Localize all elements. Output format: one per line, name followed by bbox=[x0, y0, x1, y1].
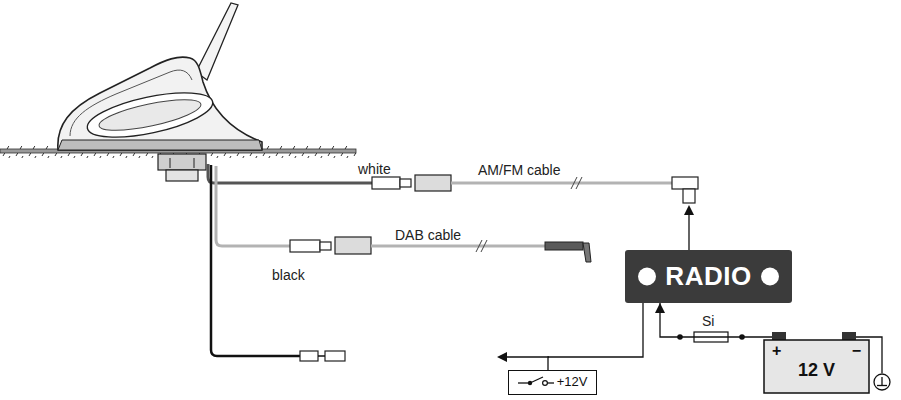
cable-name: DAB cable bbox=[395, 228, 461, 242]
dab-cable bbox=[216, 166, 290, 246]
dab-cable bbox=[481, 240, 487, 252]
switch-symbol bbox=[547, 383, 554, 384]
node-content: RADIO bbox=[665, 262, 751, 291]
supply-arrow bbox=[497, 352, 507, 362]
battery: + −12 V bbox=[763, 332, 870, 394]
dab-cable bbox=[290, 240, 320, 252]
cable-name: AM/FM cable bbox=[478, 163, 560, 177]
shark-fin-housing bbox=[58, 57, 262, 150]
ground-symbol bbox=[874, 374, 890, 390]
switch-symbol bbox=[518, 383, 529, 384]
mounting-nut bbox=[158, 154, 206, 181]
supply-wire bbox=[660, 303, 772, 337]
switch-symbol bbox=[530, 377, 543, 383]
shark-fin-housing bbox=[84, 84, 217, 146]
shark-fin-housing bbox=[58, 57, 262, 150]
radio-knob bbox=[638, 268, 656, 286]
shark-fin-housing bbox=[58, 140, 262, 150]
connector-color: black bbox=[272, 268, 305, 282]
dab-cable bbox=[476, 240, 482, 252]
am-fm-cable bbox=[372, 177, 400, 189]
terminal-sign: + bbox=[772, 342, 781, 360]
node-content: + −12 V bbox=[763, 332, 870, 380]
am-fm-cable bbox=[672, 177, 698, 189]
ground-symbol bbox=[881, 377, 882, 385]
am-fm-cable bbox=[576, 177, 582, 189]
switch-symbol bbox=[542, 381, 547, 386]
dab-cable bbox=[320, 242, 331, 250]
rod-antenna bbox=[196, 3, 238, 80]
dab-cable bbox=[545, 242, 583, 250]
radio-antenna-arrow bbox=[684, 205, 694, 250]
fuse-label: Si bbox=[702, 314, 714, 328]
ground-symbol bbox=[877, 385, 887, 386]
am-fm-cable bbox=[208, 164, 372, 183]
device-label: RADIO bbox=[665, 261, 751, 291]
am-fm-cable bbox=[400, 179, 411, 187]
switch-symbol bbox=[518, 375, 554, 389]
am-fm-cable bbox=[571, 177, 577, 189]
radio-antenna-arrow bbox=[684, 205, 694, 215]
radio-knob bbox=[761, 268, 779, 286]
am-fm-cable bbox=[208, 164, 698, 203]
rod-antenna bbox=[196, 3, 238, 80]
mounting-nut bbox=[194, 158, 195, 168]
mounting-nut bbox=[170, 158, 171, 168]
power-cable bbox=[318, 355, 325, 357]
am-fm-cable bbox=[451, 182, 672, 185]
connector-color: white bbox=[358, 162, 391, 176]
am-fm-cable bbox=[415, 175, 451, 191]
switched-wire bbox=[548, 303, 643, 370]
mounting-nut bbox=[166, 170, 198, 181]
voltage-label: 12 V bbox=[798, 361, 835, 381]
shark-fin-housing bbox=[97, 93, 203, 136]
radio-antenna-arrow bbox=[688, 214, 689, 250]
power-cable bbox=[325, 351, 345, 361]
battery-body bbox=[764, 340, 869, 393]
switched-supply-box: +12V bbox=[508, 370, 597, 395]
supply-label: +12V bbox=[557, 375, 588, 389]
dab-cable bbox=[216, 166, 591, 262]
terminal-sign: − bbox=[852, 342, 861, 360]
am-fm-cable bbox=[683, 189, 695, 203]
radio-unit: RADIO bbox=[625, 250, 792, 303]
supply-arrow bbox=[497, 352, 549, 362]
mounting-nut bbox=[158, 154, 206, 170]
power-cable bbox=[211, 165, 300, 356]
dab-cable bbox=[335, 237, 371, 254]
node-content: +12V bbox=[518, 375, 588, 389]
dab-cable bbox=[583, 243, 591, 262]
power-cable bbox=[211, 165, 345, 361]
dab-cable bbox=[371, 245, 545, 248]
supply-arrow bbox=[505, 356, 549, 357]
power-cable bbox=[300, 351, 318, 361]
